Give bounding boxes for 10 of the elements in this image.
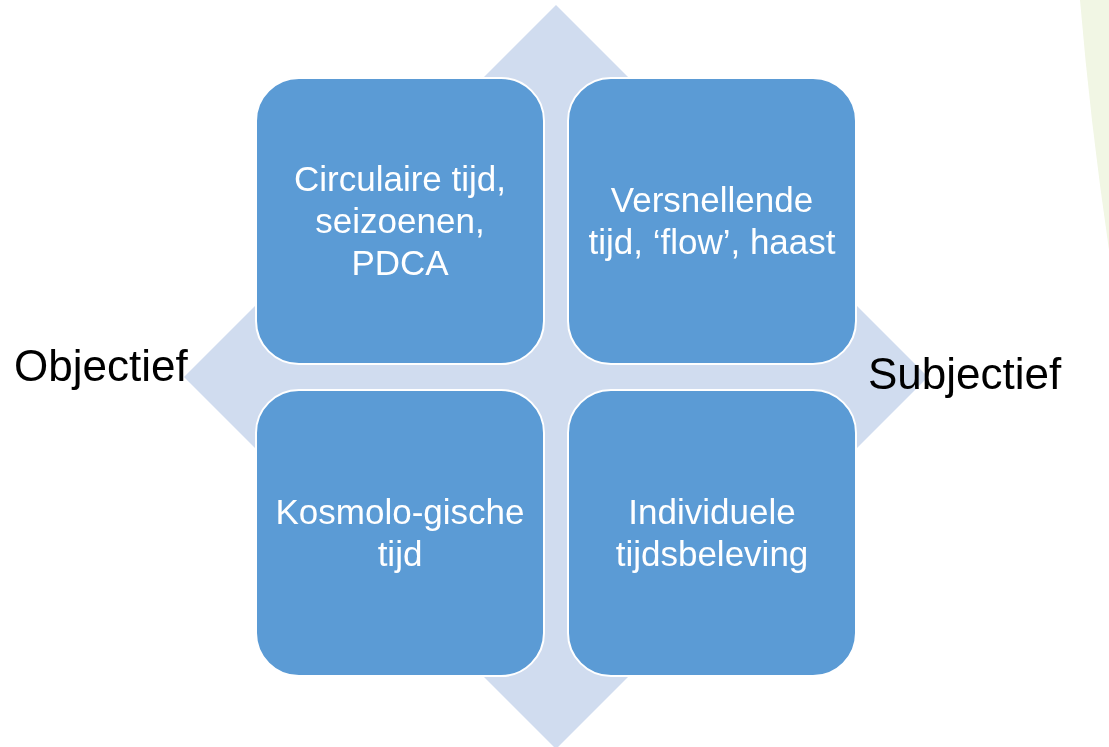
axis-label: Subjectief [868, 348, 1062, 400]
rounded-box [255, 77, 545, 365]
box-text: Kosmolo-gische tijd [274, 491, 526, 575]
rounded-box [255, 389, 545, 677]
rounded-box [567, 389, 857, 677]
box-text: Individuele tijdsbeleving [614, 491, 810, 575]
rounded-box [567, 77, 857, 365]
axis-label: Objectief [14, 340, 188, 392]
box-text: Versnellende tijd, ‘flow’, haast [587, 179, 837, 263]
box-text: Circulaire tijd, seizoenen, PDCA [293, 158, 507, 284]
